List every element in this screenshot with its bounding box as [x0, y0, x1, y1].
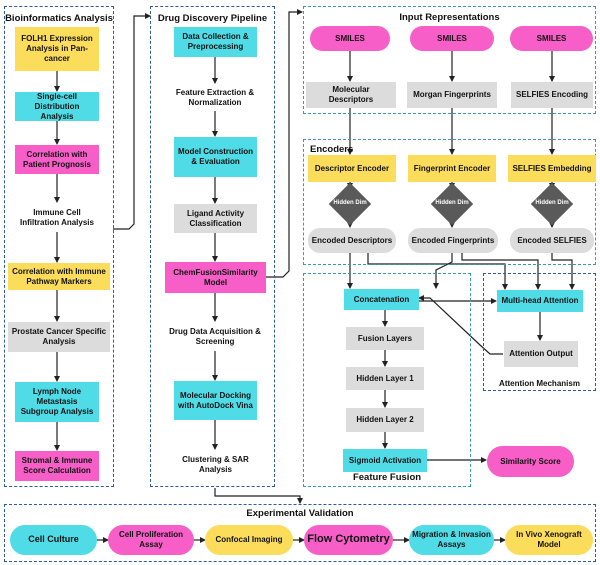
arrow-pipeline-to-validation: [214, 488, 303, 504]
input-representations-panel: Input Representations: [303, 6, 596, 114]
panel-title-drug-discovery: Drug Discovery Pipeline: [157, 13, 268, 24]
validation-confocal-imaging: Confocal Imaging: [205, 525, 293, 555]
bioinformatics-panel: Bioinformatics Analysis: [4, 6, 114, 487]
feature-fusion-panel: Feature Fusion: [303, 273, 471, 487]
bio-step-immune-pathway: Correlation with Immune Pathway Markers: [8, 263, 110, 290]
rep-morgan-fingerprints: Morgan Fingerprints: [407, 82, 497, 108]
encoder-selfies-embedding: SELFIES Embedding: [508, 155, 596, 182]
pipeline-step-data-collection: Data Collection & Preprocessing: [174, 27, 257, 57]
fusion-hidden-layer-2: Hidden Layer 2: [346, 408, 424, 432]
encoder-fingerprint: Fingerprint Encoder: [408, 155, 496, 182]
arrow-fp-to-attn: [461, 253, 541, 290]
hidden-dim-diamond-1: Hidden Dim: [328, 182, 372, 226]
rep-selfies-encoding: SELFIES Encoding: [511, 82, 593, 108]
arrow-selfies-to-attn: [551, 253, 575, 290]
hidden-dim-diamond-2: Hidden Dim: [430, 182, 474, 226]
arrow-bio-to-pipeline: [113, 13, 151, 230]
validation-xenograft-model: In Vivo Xenograft Model: [505, 525, 593, 555]
fusion-sigmoid-activation: Sigmoid Activation: [343, 449, 427, 472]
bio-step-stromal-immune: Stromal & Immune Score Calculation: [15, 451, 99, 481]
encoder-descriptor: Descriptor Encoder: [308, 155, 396, 182]
fusion-layers: Fusion Layers: [346, 327, 424, 350]
validation-migration-invasion: Migration & Invasion Assays: [409, 525, 494, 555]
panel-title-input-representations: Input Representations: [399, 12, 500, 23]
encoded-fingerprints: Encoded Fingerprints: [408, 228, 498, 253]
validation-flow-cytometry: Flow Cytometry: [304, 525, 393, 555]
bio-step-single-cell: Single-cell Distribution Analysis: [15, 92, 99, 121]
panel-title-encoders: Encoders: [310, 144, 354, 155]
hidden-dim-diamond-3: Hidden Dim: [530, 182, 574, 226]
pipeline-step-feature-extraction: Feature Extraction & Normalization: [172, 84, 258, 111]
pipeline-step-clustering-sar: Clustering & SAR Analysis: [174, 450, 257, 480]
smiles-input-2: SMILES: [410, 26, 494, 51]
similarity-score: Similarity Score: [487, 446, 574, 477]
experimental-validation-panel: Experimental Validation: [4, 504, 596, 562]
arrow-model-to-inputs: [266, 9, 303, 278]
pipeline-step-model-construction: Model Construction & Evaluation: [174, 137, 257, 177]
fusion-hidden-layer-1: Hidden Layer 1: [346, 367, 424, 390]
hidden-dim-label-3: Hidden Dim: [535, 200, 569, 207]
panel-title-feature-fusion: Feature Fusion: [352, 472, 422, 483]
bio-step-immune-infiltration: Immune Cell Infiltration Analysis: [15, 203, 99, 232]
hidden-dim-label-1: Hidden Dim: [333, 200, 367, 207]
attention-multihead: Multi-head Attention: [497, 290, 583, 312]
smiles-input-3: SMILES: [510, 26, 593, 51]
smiles-input-1: SMILES: [310, 26, 390, 51]
panel-title-experimental-validation: Experimental Validation: [246, 508, 354, 519]
drug-discovery-panel: Drug Discovery Pipeline: [150, 6, 275, 487]
bio-step-folh1-expression: FOLH1 Expression Analysis in Pan-cancer: [15, 27, 99, 71]
pipeline-step-ligand-activity: Ligand Activity Classification: [174, 204, 257, 233]
validation-cell-proliferation: Cell Proliferation Assay: [108, 525, 194, 555]
encoders-panel: Encoders: [303, 139, 596, 265]
pipeline-step-chemfusion-model: ChemFusionSimilarity Model: [165, 262, 266, 293]
bio-step-prognosis: Correlation with Patient Prognosis: [15, 145, 99, 174]
arrow-fp-to-concat: [433, 253, 453, 289]
encoded-descriptors: Encoded Descriptors: [308, 228, 396, 253]
pipeline-step-drug-acquisition: Drug Data Acquisition & Screening: [165, 322, 265, 351]
panel-title-bioinformatics: Bioinformatics Analysis: [5, 13, 113, 24]
attention-output: Attention Output: [504, 341, 578, 367]
validation-cell-culture: Cell Culture: [10, 525, 97, 555]
rep-molecular-descriptors: Molecular Descriptors: [306, 82, 396, 108]
arrow-output-to-concat: [418, 295, 503, 355]
bio-step-lymph-node: Lymph Node Metastasis Subgroup Analysis: [15, 382, 99, 422]
panel-title-attention-mechanism: Attention Mechanism: [499, 379, 580, 388]
fusion-concatenation: Concatenation: [344, 289, 419, 310]
hidden-dim-label-2: Hidden Dim: [435, 200, 469, 207]
pipeline-step-molecular-docking: Molecular Docking with AutoDock Vina: [174, 381, 257, 420]
bio-step-prostate-cancer: Prostate Cancer Specific Analysis: [8, 322, 110, 352]
encoded-selfies: Encoded SELFIES: [510, 228, 594, 253]
attention-mechanism-panel: [483, 273, 596, 391]
